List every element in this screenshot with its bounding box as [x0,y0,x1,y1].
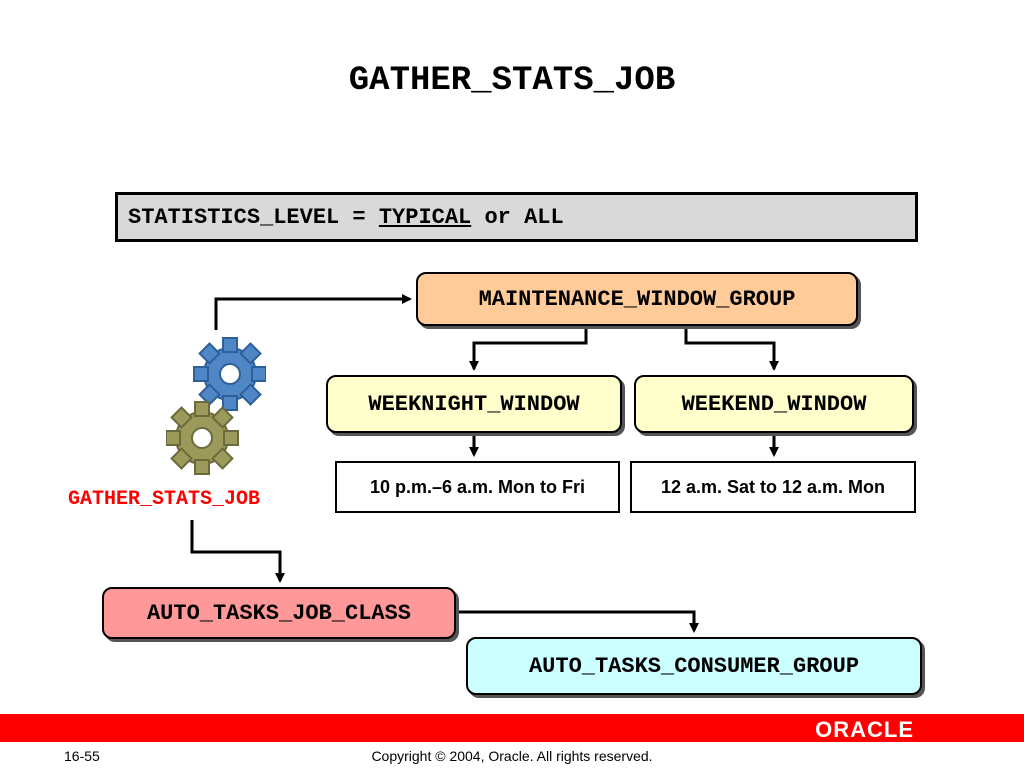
auto-tasks-job-class-box: AUTO_TASKS_JOB_CLASS [102,587,456,639]
page-title: GATHER_STATS_JOB [348,62,676,100]
weekend-schedule-box: 12 a.m. Sat to 12 a.m. Mon [630,461,916,513]
page-number: 16-55 [64,748,100,764]
copyright-text: Copyright © 2004, Oracle. All rights res… [371,748,653,764]
connector-job-to-job-class [190,520,285,583]
footer-bar [0,714,1024,742]
connector-maintenance-to-weekend [684,326,779,371]
statistics-level-box: STATISTICS_LEVEL = TYPICAL or ALL [115,192,918,242]
statistics-level-prefix: STATISTICS_LEVEL = [128,205,379,230]
weekend-window-box: WEEKEND_WINDOW [634,375,914,433]
statistics-level-text: STATISTICS_LEVEL = TYPICAL or ALL [128,205,564,230]
oracle-logo: ORACLE [815,717,914,742]
statistics-level-suffix: or ALL [471,205,564,230]
weeknight-window-box: WEEKNIGHT_WINDOW [326,375,622,433]
gears-icon [166,337,266,475]
connector-job-to-maintenance [214,294,412,330]
statistics-level-typical: TYPICAL [378,205,472,230]
gather-stats-job-label: GATHER_STATS_JOB [68,488,261,511]
maintenance-window-group-box: MAINTENANCE_WINDOW_GROUP [416,272,858,326]
connector-job-class-to-consumer-group [456,610,699,633]
weeknight-schedule-box: 10 p.m.–6 a.m. Mon to Fri [335,461,620,513]
connector-maintenance-to-weeknight [469,326,588,371]
auto-tasks-consumer-group-box: AUTO_TASKS_CONSUMER_GROUP [466,637,922,695]
